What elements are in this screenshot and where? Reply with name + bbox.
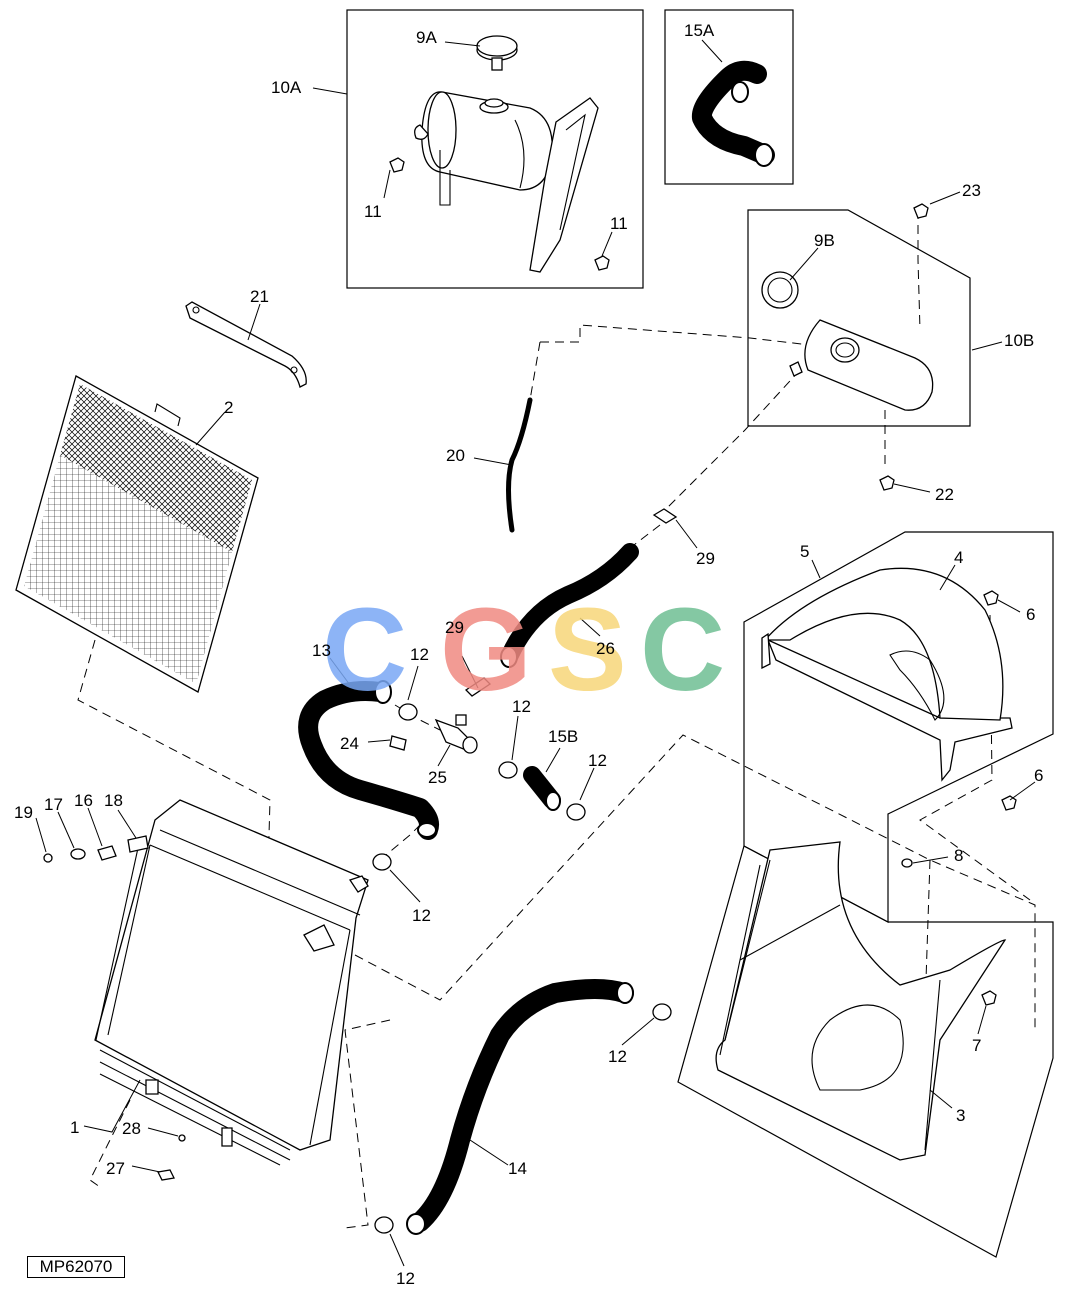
radiator-hardware-icons (43, 845, 186, 1181)
callout-23: 23 (962, 181, 981, 200)
hose-26 (500, 543, 639, 668)
callout-10A: 10A (271, 78, 302, 97)
callout-12: 12 (588, 751, 607, 770)
watermark-letter-c2: C (640, 584, 725, 716)
callout-12: 12 (412, 906, 431, 925)
callout-26: 26 (596, 639, 615, 658)
callout-11: 11 (364, 202, 382, 221)
callout-17: 17 (44, 795, 63, 814)
fitting-29-upper (652, 508, 678, 524)
callout-11: 11 (610, 214, 628, 233)
inset-frame-10B (747, 209, 971, 427)
bracket-21 (185, 301, 307, 388)
watermark-cgsc: C G S C (322, 584, 725, 716)
cap-9B (761, 271, 799, 309)
watermark-letter-c1: C (322, 584, 407, 716)
watermark-letter-g: G (440, 584, 532, 716)
hose-15B (523, 766, 561, 811)
callout-12: 12 (396, 1269, 415, 1288)
shroud-frame-lower (677, 845, 1054, 1258)
coolant-tank-10A (414, 91, 599, 273)
callout-6: 6 (1026, 605, 1035, 624)
callout-3: 3 (956, 1106, 965, 1125)
coolant-tank-10B (789, 203, 934, 491)
dashed-leaders (77, 210, 1036, 1229)
callout-21: 21 (250, 287, 269, 306)
hose-13 (298, 680, 439, 840)
callout-7: 7 (972, 1036, 981, 1055)
callout-18: 18 (104, 791, 123, 810)
callout-29: 29 (445, 618, 464, 637)
callout-12: 12 (608, 1047, 627, 1066)
callout-24: 24 (340, 734, 359, 753)
figure-id: MP62070 (39, 1257, 113, 1276)
callout-14: 14 (508, 1159, 527, 1178)
callout-12: 12 (512, 697, 531, 716)
hose-15A (691, 60, 775, 167)
hose-14 (406, 979, 634, 1235)
callout-29: 29 (696, 549, 715, 568)
callout-22: 22 (935, 485, 954, 504)
inset-frame-10A (346, 9, 644, 289)
callout-10B: 10B (1004, 331, 1034, 350)
clamp-12-icon (372, 703, 672, 1234)
hose-20 (506, 397, 533, 533)
nut-7-icon (981, 990, 997, 1006)
callout-2: 2 (224, 398, 233, 417)
callout-9A: 9A (416, 28, 437, 47)
callout-15A: 15A (684, 21, 715, 40)
callout-20: 20 (446, 446, 465, 465)
callout-labels: 10A 9A 11 11 15A 21 2 23 9B 10B 20 22 29… (14, 21, 1043, 1288)
bolt-11-icon (389, 157, 610, 271)
washer-8 (901, 858, 913, 868)
callout-12: 12 (410, 645, 429, 664)
inset-frame-15A (664, 9, 794, 185)
callout-5: 5 (800, 542, 809, 561)
callout-15B: 15B (548, 727, 578, 746)
shroud-lower-3 (715, 841, 1007, 1161)
shroud-upper-4 (761, 567, 1013, 782)
plug-24 (389, 735, 407, 751)
radiator-cap-9A (476, 35, 518, 71)
callout-13: 13 (312, 641, 331, 660)
callout-27: 27 (106, 1159, 125, 1178)
callout-4: 4 (954, 548, 963, 567)
tee-fitting-25 (434, 714, 478, 754)
callout-8: 8 (954, 846, 963, 865)
callout-6: 6 (1034, 766, 1043, 785)
callout-9B: 9B (814, 231, 835, 250)
callout-19: 19 (14, 803, 33, 822)
callout-25: 25 (428, 768, 447, 787)
figure-id-box: MP62070 (27, 1256, 125, 1278)
radiator-1 (94, 799, 369, 1166)
bolt-6-upper-icon (983, 590, 999, 606)
callout-16: 16 (74, 791, 93, 810)
screen-2 (15, 375, 259, 693)
leader-lines (35, 39, 1036, 1267)
callout-28: 28 (122, 1119, 141, 1138)
watermark-letter-s: S (548, 584, 627, 716)
callout-1: 1 (70, 1118, 79, 1137)
bolt-6-lower-icon (1001, 795, 1017, 811)
